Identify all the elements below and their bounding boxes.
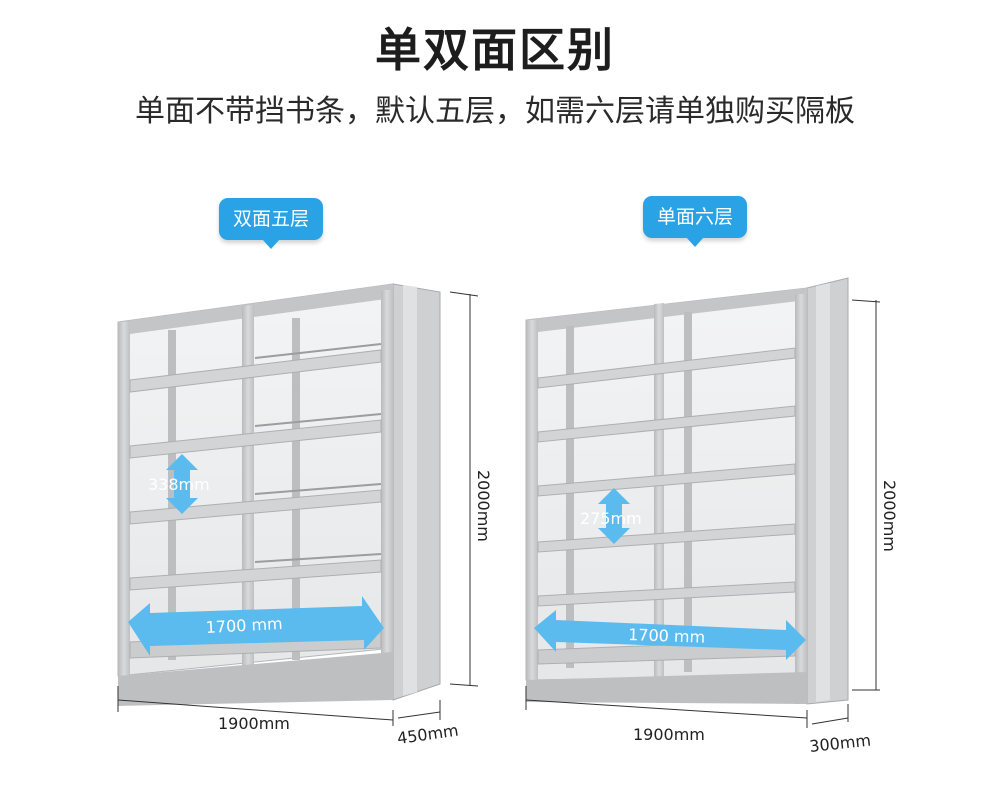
right-shelf-gap-label: 275mm: [580, 509, 642, 528]
left-inner-width-label: 1700 mm: [205, 614, 283, 637]
left-inner-width-arrow: [128, 596, 384, 656]
right-width-label: 1900mm: [633, 725, 705, 744]
left-shelf-gap-arrow: [166, 454, 198, 514]
right-shelf-gap-arrow: [598, 488, 630, 544]
left-height-label: 2000mm: [474, 470, 493, 542]
right-depth-label: 300mm: [808, 731, 871, 756]
single-sided-tag: 单面六层: [643, 196, 748, 247]
page-title: 单双面区别: [375, 23, 615, 77]
page-subtitle: 单面不带挡书条，默认五层，如需六层请单独购买隔板: [135, 94, 855, 129]
left-width-label: 1900mm: [218, 714, 290, 733]
right-inner-width-label: 1700 mm: [628, 625, 706, 647]
double-sided-shelf: [117, 283, 441, 706]
left-shelf-gap-label: 338mm: [148, 475, 210, 494]
right-height-label: 2000mm: [880, 480, 899, 552]
double-sided-tag: 双面五层: [219, 198, 324, 249]
right-inner-width-arrow: [534, 610, 806, 660]
left-depth-label: 450mm: [396, 721, 460, 748]
single-sided-shelf: [525, 277, 849, 705]
